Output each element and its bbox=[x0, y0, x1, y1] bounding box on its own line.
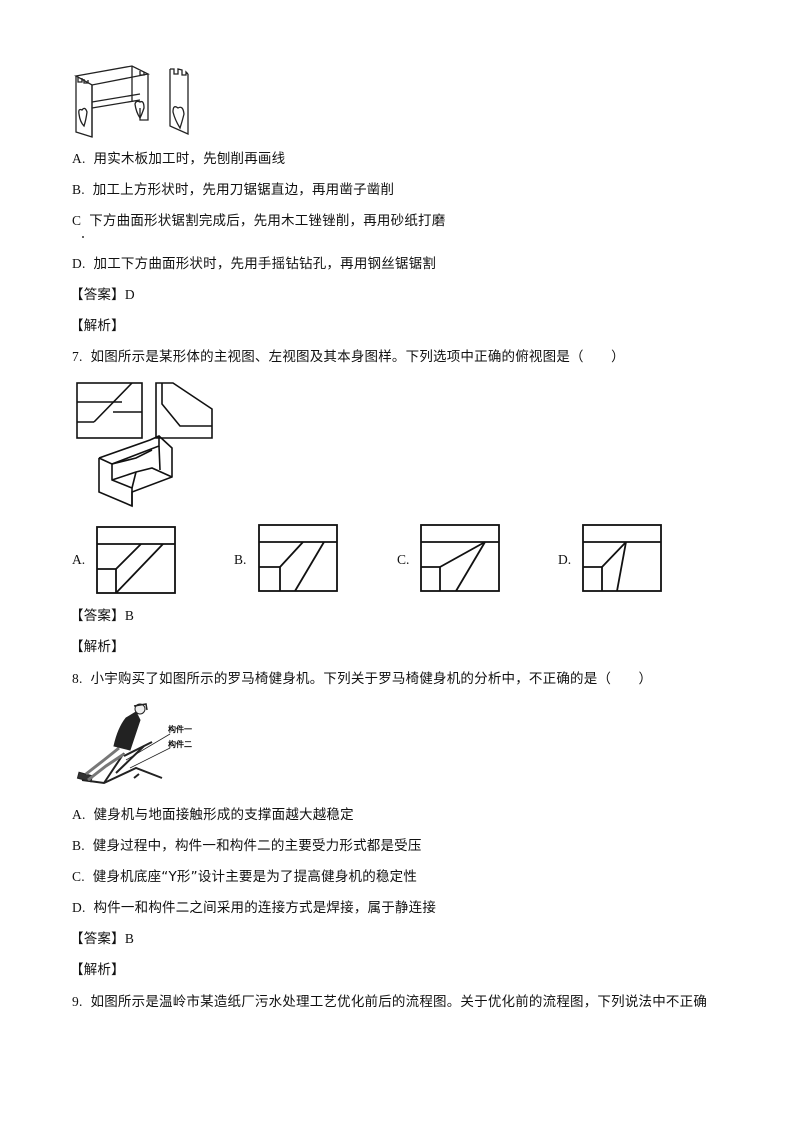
q9-stem: 9. 如图所示是温岭市某造纸厂污水处理工艺优化前后的流程图。关于优化前的流程图，下… bbox=[72, 993, 707, 1011]
answer-tag: 【答案】 bbox=[70, 287, 125, 303]
option-text: 健身机底座“Y形”设计主要是为了提高健身机的稳定性 bbox=[92, 869, 418, 885]
q7-analysis: 【解析】 bbox=[70, 638, 125, 656]
option-label: D. bbox=[72, 900, 86, 915]
analysis-tag: 【解析】 bbox=[70, 318, 125, 334]
roman-chair-illustration bbox=[76, 703, 171, 785]
question-text: 如图所示是温岭市某造纸厂污水处理工艺优化前后的流程图。关于优化前的流程图，下列说… bbox=[90, 994, 708, 1010]
q7-option-b-figure bbox=[258, 524, 338, 592]
analysis-tag: 【解析】 bbox=[70, 962, 125, 978]
component-one-label: 构件一 bbox=[168, 725, 192, 734]
q7-option-d-figure bbox=[582, 524, 662, 592]
option-text: 加工下方曲面形状时，先用手摇钻钻孔，再用钢丝锯锯割 bbox=[93, 256, 437, 272]
option-text: 下方曲面形状锯割完成后，先用木工锉锉削，再用砂纸打磨 bbox=[89, 213, 446, 229]
question-text: 小宇购买了如图所示的罗马椅健身机。下列关于罗马椅健身机的分析中，不正确的是（ ） bbox=[90, 671, 653, 687]
option-label: B. bbox=[72, 838, 85, 853]
q8-answer: 【答案】B bbox=[70, 930, 142, 948]
stray-dot bbox=[82, 236, 84, 238]
q7-option-c-figure bbox=[420, 524, 500, 592]
option-text: 加工上方形状时，先用刀锯锯直边，再用凿子凿削 bbox=[92, 182, 395, 198]
question-text: 如图所示是某形体的主视图、左视图及其本身图样。下列选项中正确的俯视图是（ ） bbox=[90, 349, 625, 365]
analysis-tag: 【解析】 bbox=[70, 639, 125, 655]
question-number: 9. bbox=[72, 994, 83, 1009]
option-text: 构件一和构件二之间采用的连接方式是焊接，属于静连接 bbox=[93, 900, 437, 916]
stool-workpiece-figure bbox=[74, 65, 189, 138]
option-label: A. bbox=[72, 151, 86, 166]
question-number: 7. bbox=[72, 349, 83, 364]
q7-option-d-label: D. bbox=[558, 552, 572, 567]
q8-stem: 8. 小宇购买了如图所示的罗马椅健身机。下列关于罗马椅健身机的分析中，不正确的是（… bbox=[72, 670, 652, 688]
q7-answer: 【答案】B bbox=[70, 607, 142, 625]
q7-stem: 7. 如图所示是某形体的主视图、左视图及其本身图样。下列选项中正确的俯视图是（ ） bbox=[72, 348, 625, 366]
q6-option-d: D. 加工下方曲面形状时，先用手摇钻钻孔，再用钢丝锯锯割 bbox=[72, 255, 436, 273]
answer-tag: 【答案】 bbox=[70, 931, 125, 947]
q6-answer: 【答案】D bbox=[70, 286, 143, 304]
option-text: 健身机与地面接触形成的支撑面越大越稳定 bbox=[93, 807, 354, 823]
option-label: A. bbox=[72, 807, 86, 822]
q6-option-b: B. 加工上方形状时，先用刀锯锯直边，再用凿子凿削 bbox=[72, 181, 394, 199]
q7-option-a-label: A. bbox=[72, 552, 86, 567]
option-text: 用实木板加工时，先刨削再画线 bbox=[93, 151, 286, 167]
q7-three-view-figure bbox=[76, 382, 213, 508]
answer-value: B bbox=[124, 931, 135, 946]
q7-option-c-label: C. bbox=[397, 552, 410, 567]
option-label: D. bbox=[72, 256, 86, 271]
option-label: C. bbox=[72, 869, 85, 884]
q8-option-a: A. 健身机与地面接触形成的支撑面越大越稳定 bbox=[72, 806, 354, 824]
q6-option-c: C 下方曲面形状锯割完成后，先用木工锉锉削，再用砂纸打磨 bbox=[72, 212, 445, 230]
q8-option-d: D. 构件一和构件二之间采用的连接方式是焊接，属于静连接 bbox=[72, 899, 436, 917]
question-number: 8. bbox=[72, 671, 83, 686]
roman-chair-figure: 构件一 构件二 bbox=[74, 698, 199, 793]
answer-tag: 【答案】 bbox=[70, 608, 125, 624]
q7-option-a-figure bbox=[96, 526, 176, 594]
option-text: 健身过程中，构件一和构件二的主要受力形式都是受压 bbox=[92, 838, 422, 854]
component-two-label: 构件二 bbox=[168, 740, 192, 749]
answer-value: D bbox=[124, 287, 135, 302]
option-label: B. bbox=[72, 182, 85, 197]
q6-option-a: A. 用实木板加工时，先刨削再画线 bbox=[72, 150, 285, 168]
answer-value: B bbox=[124, 608, 135, 623]
q7-option-b-label: B. bbox=[234, 552, 247, 567]
option-label: C bbox=[72, 213, 82, 228]
q8-option-c: C. 健身机底座“Y形”设计主要是为了提高健身机的稳定性 bbox=[72, 868, 417, 886]
q8-analysis: 【解析】 bbox=[70, 961, 125, 979]
q8-option-b: B. 健身过程中，构件一和构件二的主要受力形式都是受压 bbox=[72, 837, 422, 855]
q6-analysis: 【解析】 bbox=[70, 317, 125, 335]
